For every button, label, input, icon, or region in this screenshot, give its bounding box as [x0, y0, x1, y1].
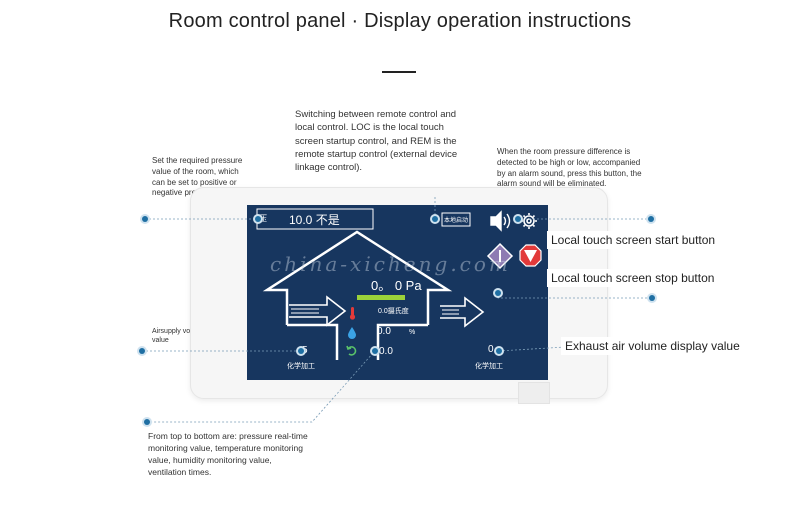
callout-stop: Local touch screen stop button	[547, 269, 719, 287]
supply-value: 5	[302, 345, 308, 356]
speaker-icon	[490, 210, 511, 232]
droplet-icon	[348, 327, 356, 339]
callout-dot	[496, 348, 502, 354]
exhaust-value: 0	[488, 344, 494, 355]
humidity-unit: %	[409, 329, 416, 336]
humidity-value: 0.0	[377, 326, 391, 337]
airflow-arrow	[289, 295, 347, 327]
page-title: Room control panel · Display operation i…	[168, 10, 632, 32]
house-inner-right	[376, 323, 428, 360]
annotation-switching: Switching between remote control and loc…	[295, 109, 458, 174]
callout-dot	[144, 419, 150, 425]
callout-dot	[495, 290, 501, 296]
house-inner-left	[287, 323, 339, 360]
callout-dot	[515, 216, 521, 222]
exhaust-label: 化学加工	[475, 363, 503, 370]
annotation-alarm: When the room pressure difference is det…	[497, 147, 642, 189]
ventilation-value: 0.0	[379, 346, 393, 357]
supply-label: 化学加工	[287, 363, 315, 370]
callout-start: Local touch screen start button	[547, 231, 720, 249]
refresh-icon	[346, 345, 357, 356]
callout-dot	[372, 348, 378, 354]
callout-exhaust: Exhaust air volume display value	[561, 337, 744, 355]
stop-octagon-icon[interactable]	[519, 244, 542, 267]
callout-dot	[142, 216, 148, 222]
callout-dot	[139, 348, 145, 354]
callout-dot	[648, 216, 654, 222]
thermometer-icon	[349, 307, 356, 320]
watermark: china-xicheng.com	[270, 252, 511, 276]
callout-dot	[255, 216, 261, 222]
pressure-bar	[357, 295, 405, 300]
callout-dot	[432, 216, 438, 222]
callout-dot	[649, 295, 655, 301]
device-tab	[518, 382, 550, 404]
annotation-required-pressure: Set the required pressure value of the r…	[152, 156, 243, 198]
mode-button[interactable]: 本地启动	[444, 218, 469, 224]
mode-box	[441, 212, 471, 227]
title-underline	[382, 71, 416, 73]
airflow-arrow	[440, 296, 485, 328]
setpoint-label: 压	[259, 214, 267, 223]
gear-icon	[521, 213, 537, 229]
house-outline	[262, 230, 453, 325]
pressure-value: 0。 0 Pa	[371, 278, 422, 293]
start-diamond-icon[interactable]	[486, 242, 514, 270]
callout-dot	[298, 348, 304, 354]
annotation-order: From top to bottom are: pressure real-ti…	[148, 431, 308, 477]
temperature-value: 0.0摄氏度	[378, 308, 409, 315]
setpoint-value[interactable]: 10.0 不是	[289, 213, 340, 227]
